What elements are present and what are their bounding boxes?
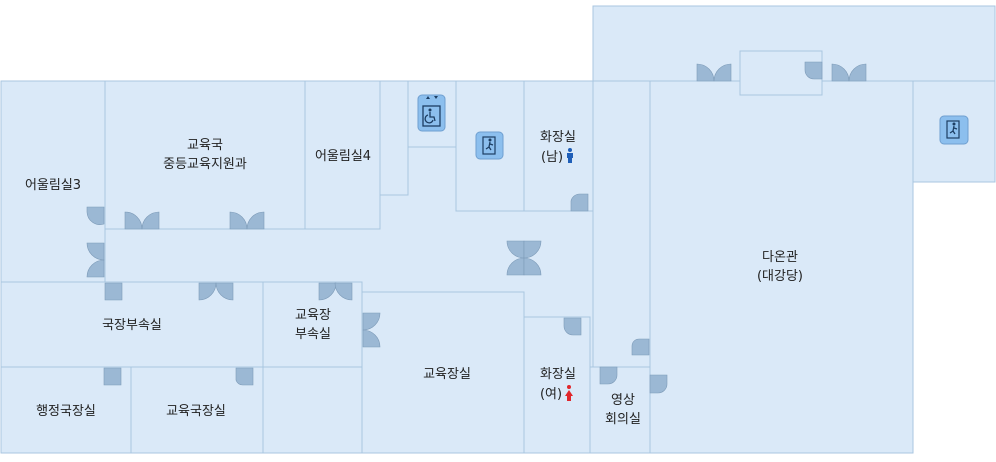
room-video-conf[interactable]: [589, 366, 651, 454]
room-small-store: [379, 80, 409, 196]
door: [804, 61, 823, 80]
label-edu-office-1: 교육국: [187, 138, 223, 153]
room-eoulrim-4[interactable]: [304, 80, 381, 230]
label-restroom-female-2: (여): [540, 387, 562, 402]
male-person-icon: [567, 148, 573, 163]
label-daongwan-2: (대강당): [757, 269, 803, 284]
female-person-icon: [565, 385, 573, 401]
room-storage-lower: [262, 366, 363, 454]
door: [141, 211, 160, 230]
emergency-exit-icon[interactable]: [475, 131, 504, 160]
door: [713, 63, 732, 82]
label-director-annex: 국장부속실: [102, 318, 162, 333]
door: [599, 366, 618, 385]
room-daongwan[interactable]: [649, 80, 914, 454]
room-restroom-female[interactable]: [523, 316, 591, 454]
label-edu-office-2: 중등교육지원과: [163, 157, 247, 172]
door: [649, 374, 668, 394]
label-admin-director: 행정국장실: [36, 403, 96, 419]
label-daongwan-1: 다온관: [762, 250, 798, 265]
label-restroom-male-1: 화장실: [540, 130, 576, 145]
label-edu-head-annex-1: 교육장: [295, 308, 331, 323]
door: [103, 367, 122, 386]
room-stairs-left[interactable]: [455, 80, 525, 212]
door: [215, 282, 234, 301]
label-video-conf-2: 회의실: [605, 412, 641, 427]
door: [246, 211, 265, 230]
label-edu-head-annex-2: 부속실: [295, 327, 331, 342]
label-video-conf-1: 영상: [611, 393, 635, 408]
room-edu-head[interactable]: [361, 291, 525, 454]
door: [848, 63, 867, 82]
door: [362, 329, 381, 348]
label-edu-head: 교육장실: [423, 367, 471, 382]
elevator-accessible-icon[interactable]: [417, 94, 446, 132]
door: [334, 282, 353, 301]
label-edu-director: 교육국장실: [166, 404, 226, 419]
room-edu-office[interactable]: [104, 80, 306, 230]
label-eoulrim-3: 어울림실3: [25, 178, 81, 193]
door: [86, 206, 105, 225]
door: [104, 282, 123, 301]
label-restroom-female-1: 화장실: [540, 367, 576, 382]
door: [86, 259, 105, 278]
door: [235, 367, 254, 386]
label-eoulrim-4: 어울림실4: [315, 149, 371, 164]
emergency-exit-icon[interactable]: [939, 115, 969, 145]
door: [631, 338, 650, 356]
door: [570, 193, 589, 212]
room-restroom-male[interactable]: [523, 80, 594, 212]
door: [563, 317, 582, 336]
door: [523, 257, 542, 276]
label-restroom-male-2: (남): [541, 150, 563, 165]
